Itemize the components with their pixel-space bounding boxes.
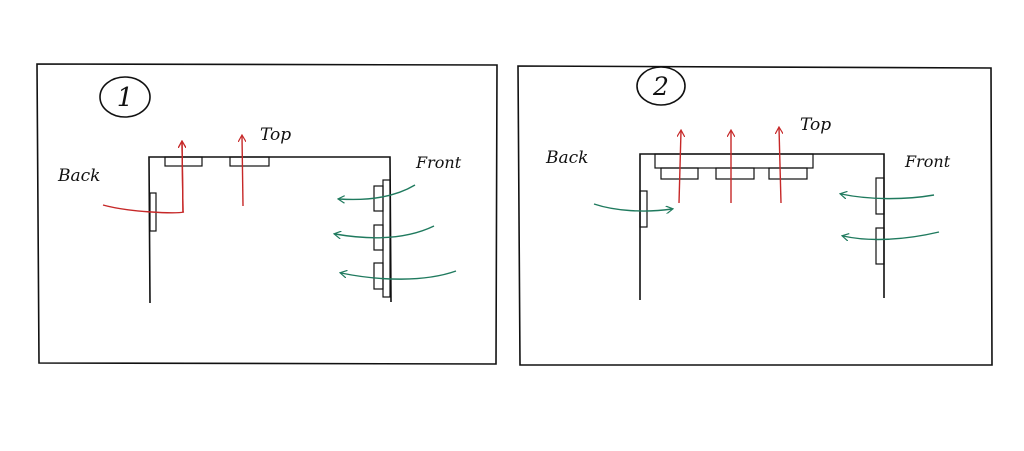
top-fan-2: [229, 156, 270, 167]
front-label: Front: [904, 152, 951, 171]
top-label: Top: [800, 115, 831, 135]
intake-arrow-front-2: [335, 225, 435, 238]
exhaust-arrow-back: [102, 142, 184, 214]
back-label: Back: [545, 148, 588, 168]
back-label: Back: [57, 166, 100, 186]
top-fan-2: [715, 167, 755, 180]
top-fan-1: [164, 156, 203, 167]
intake-arrow-back: [593, 203, 672, 211]
panel-number: 2: [652, 72, 669, 101]
intake-arrow-front-3: [341, 271, 457, 280]
back-fan: [639, 190, 648, 228]
panel-frame: [36, 63, 498, 365]
case-outline: [639, 153, 885, 300]
panel-number-badge: 2: [636, 66, 686, 106]
intake-arrow-front-1: [841, 194, 935, 200]
top-fan-3: [768, 167, 808, 180]
top-label: Top: [260, 125, 291, 145]
exhaust-arrow-top-3: [779, 128, 781, 204]
panel-number-badge: 1: [99, 76, 151, 118]
exhaust-arrow-top-1: [182, 142, 183, 213]
intake-arrow-front-2: [843, 231, 940, 239]
front-fan-1: [875, 177, 885, 215]
panel-frame: [517, 65, 993, 366]
exhaust-arrow-top-2: [242, 136, 243, 207]
intake-arrow-front-1: [339, 184, 416, 199]
front-fan-2: [875, 227, 885, 265]
top-fan-mount: [654, 153, 814, 169]
panel-1: 1 Back Top Front: [36, 63, 498, 365]
front-fan-3: [373, 262, 384, 290]
case-outline: [148, 156, 392, 304]
panel-number: 1: [117, 83, 134, 113]
panel-2: 2 Back Top Front: [517, 65, 993, 366]
front-label: Front: [415, 153, 462, 172]
exhaust-arrow-top-1: [679, 131, 681, 204]
